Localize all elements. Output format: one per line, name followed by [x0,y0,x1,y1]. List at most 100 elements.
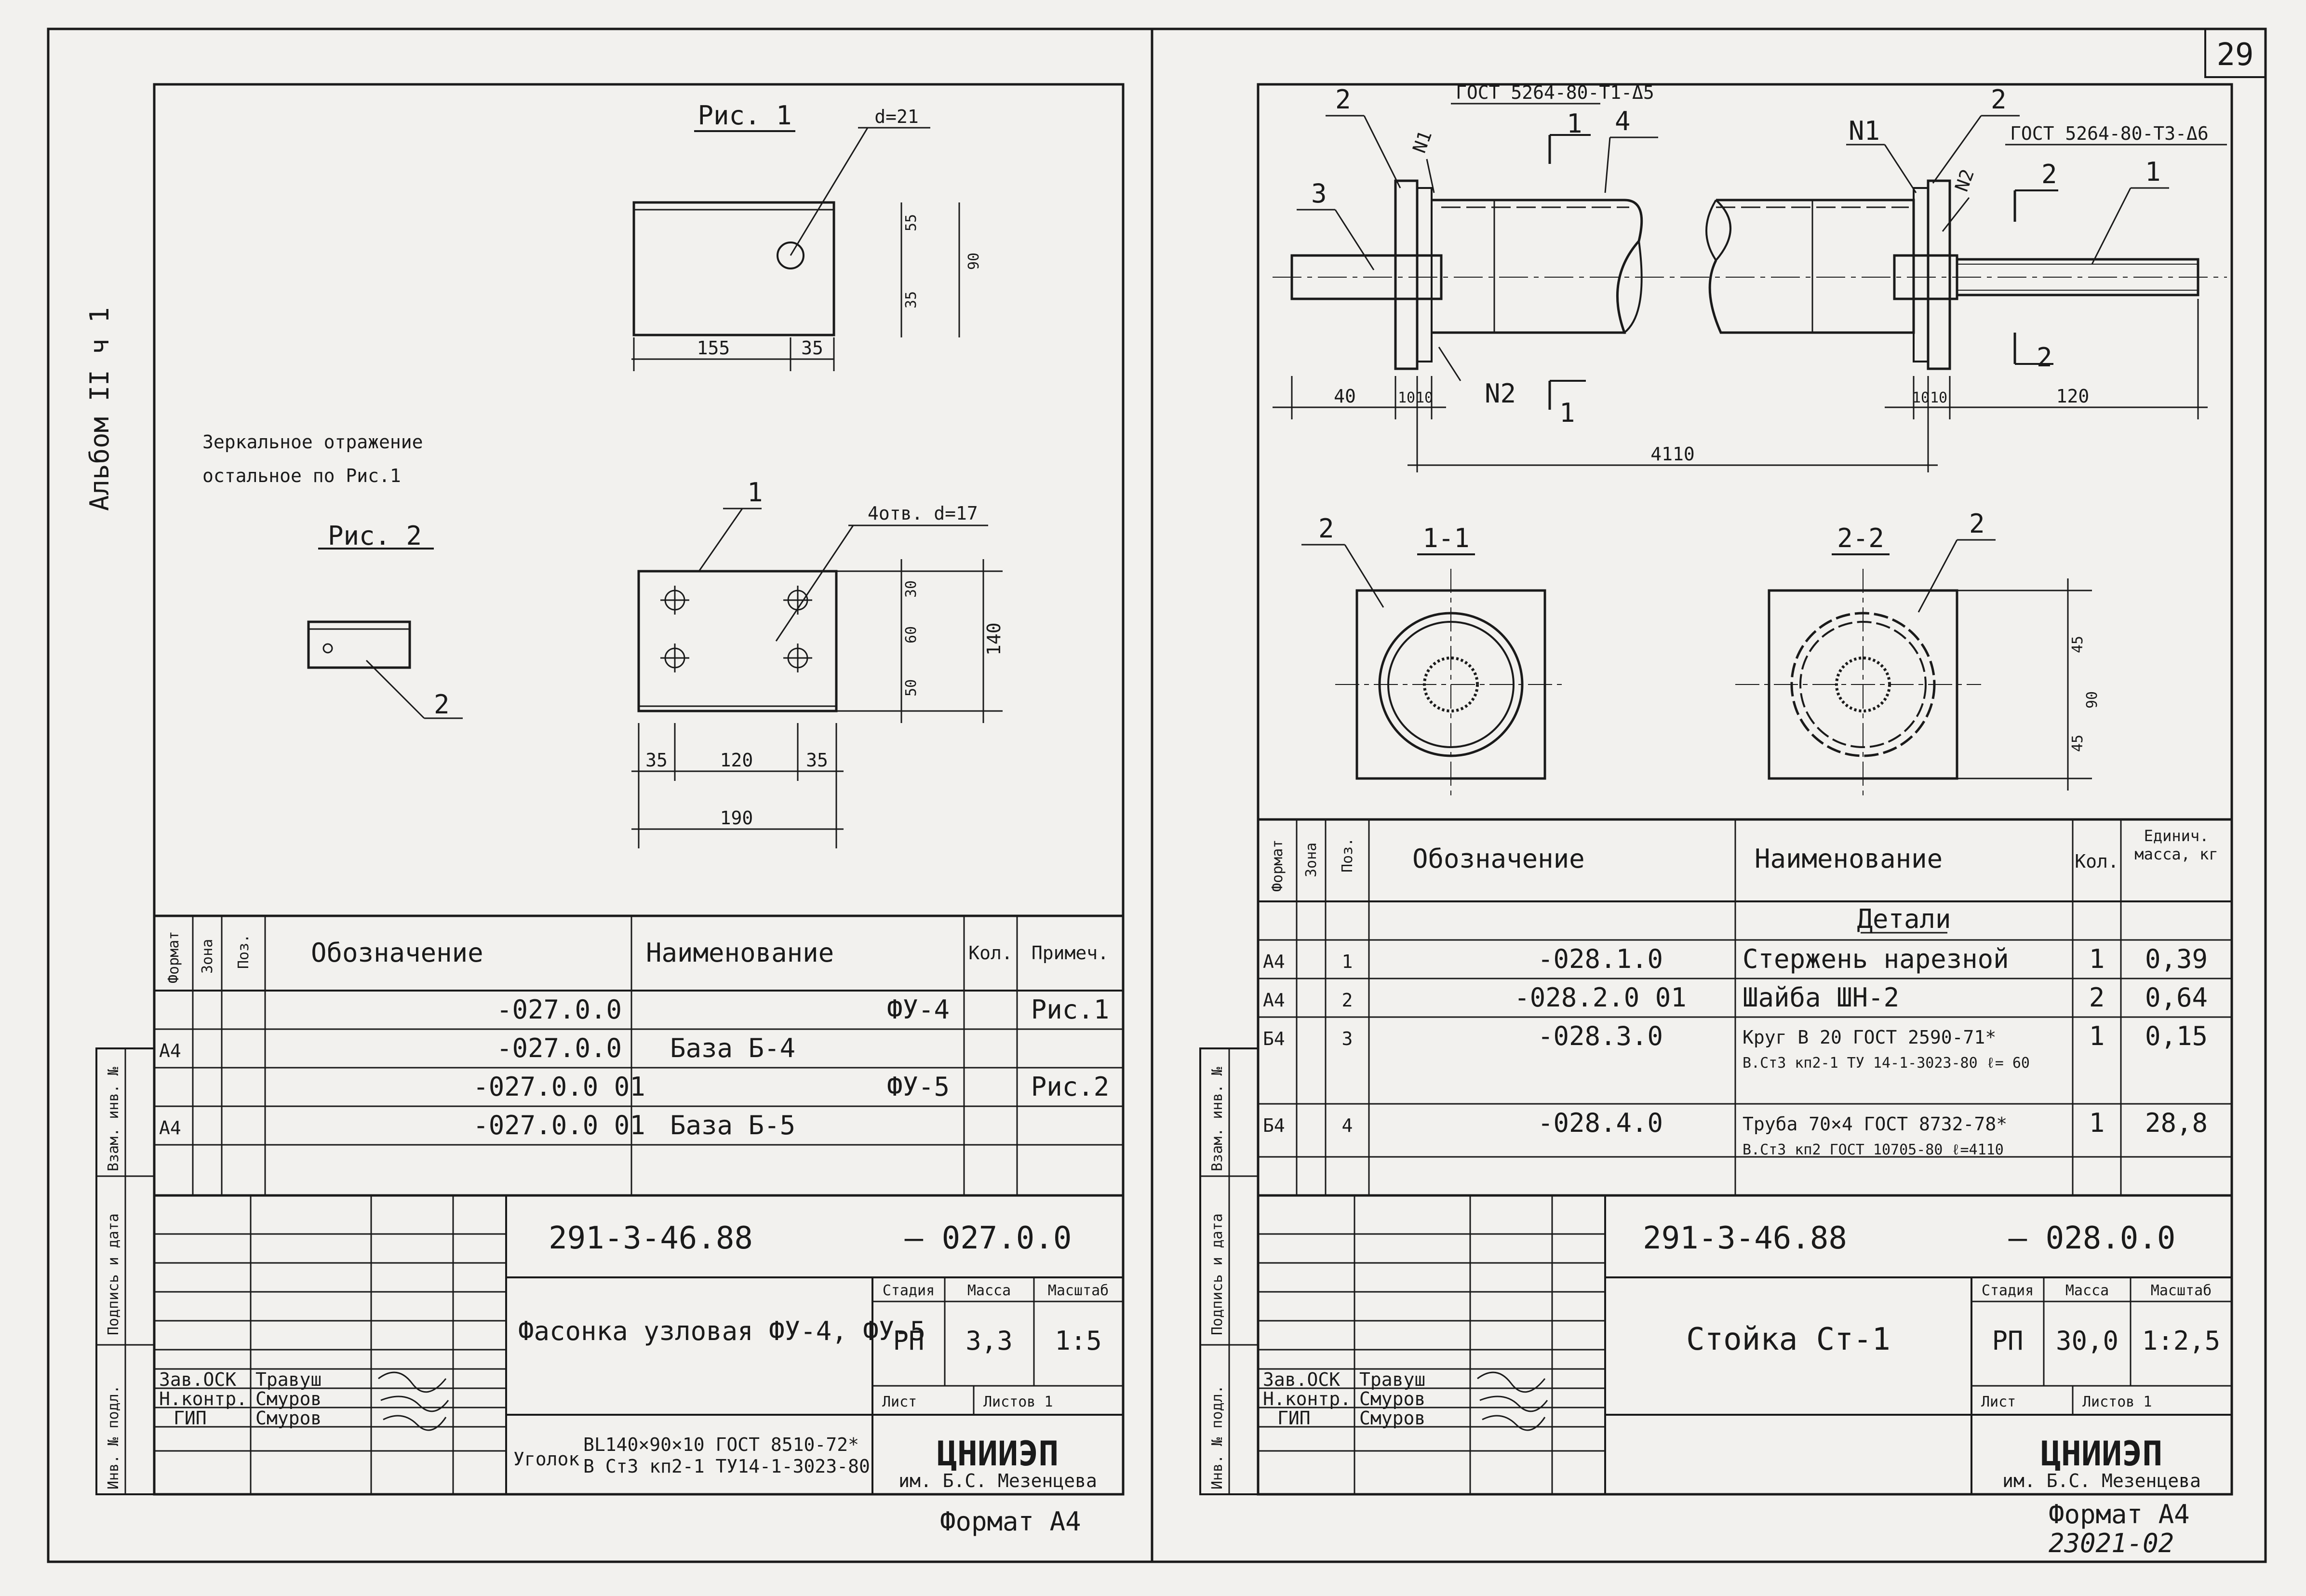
right-h-qty: Кол. [2075,851,2119,872]
left-material-1: BL140×90×10 ГОСТ 8510-72* [583,1434,859,1455]
right-row-name: Стержень нарезной [1743,944,2009,974]
plate-dim-30: 30 [903,580,920,598]
pipe-left [1432,199,1643,334]
plate-dim-60: 60 [903,626,920,644]
elev-callout-4: 4 [1615,106,1631,136]
right-h-name: Наименование [1755,844,1943,874]
plate-dim-35b: 35 [806,750,828,771]
left-spec-table: Формат Зона Поз. Обозначение Наименовани… [153,914,1125,1197]
plate-dim-190: 190 [720,807,753,829]
post-elevation: ГОСТ 5264-80-Т1-Δ5 ГОСТ 5264-80-Т3-Δ6 [1273,82,2227,472]
fig1-dim-155: 155 [697,337,730,359]
left-h-pos: Поз. [235,934,252,969]
left-project-code: 291-3-46.88 [549,1220,753,1256]
right-stage-h: Стадия [1982,1282,2034,1299]
fig2-callout: 2 [434,689,450,720]
right-row-designation: -028.4.0 [1538,1108,1663,1138]
right-row-qty: 1 [2089,1108,2105,1138]
left-row-name: База Б-5 [670,1110,795,1140]
sec2-dim-45b: 45 [2069,735,2086,752]
section-2-callout: 2 [1969,509,1985,539]
right-project-code: 291-3-46.88 [1643,1220,1847,1256]
left-row-designation: -027.0.0 01 [473,1110,645,1140]
left-material-label: Уголок [513,1448,579,1470]
elev-callout-2a: 2 [1335,84,1351,115]
left-stamp-1: Взам. инв. № [105,1067,122,1171]
left-doc-code: — 027.0.0 [905,1220,1072,1256]
right-person-name-2: Смуров [1359,1388,1425,1409]
plate-holes-label: 4отв. d=17 [868,503,978,524]
right-person-role-1: Зав.ОСК [1263,1369,1340,1390]
right-doc-code: — 028.0.0 [2009,1220,2176,1256]
left-row-format: А4 [159,1117,181,1139]
right-row-name-2: В.Ст3 кп2 ГОСТ 10705-80 ℓ=4110 [1743,1141,2004,1158]
elev-n2-left: N2 [1485,378,1516,409]
left-h-designation: Обозначение [311,938,483,968]
left-org: ЦНИИЭП [937,1434,1059,1474]
dim-4110: 4110 [1650,443,1695,465]
right-sheet-h: Лист [1981,1394,2016,1410]
left-h-qty: Кол. [968,942,1013,964]
right-format: Формат А4 [2049,1499,2190,1529]
pipe-right [1708,199,1915,334]
plate-dim-120: 120 [720,750,753,771]
left-title: Фасонка узловая ФУ-4, ФУ-5 [518,1316,925,1346]
fig1-dim-55: 55 [903,214,920,231]
right-sheets-h: Листов 1 [2082,1394,2152,1410]
page-number-box [2204,28,2266,78]
left-org-sub: им. Б.С. Мезенцева [898,1470,1097,1491]
fig2-plate [307,620,411,669]
right-h-designation: Обозначение [1412,844,1585,874]
sec2-dim-45a: 45 [2069,636,2086,653]
fig2-note-1: Зеркальное отражение [202,431,423,453]
figure-1: Рис. 1 d=21 55 35 90 155 35 [631,100,982,371]
left-row-note: Рис.2 [1031,1072,1110,1102]
dim-10c: 10 [1912,389,1930,406]
dim-10b: 10 [1416,389,1433,406]
elev-callout-1: 1 [2145,157,2161,187]
base-plate [637,570,838,712]
left-person-name-2: Смуров [255,1388,322,1409]
right-person-role-3: ГИП [1277,1408,1311,1429]
right-stamp-1: Взам. инв. № [1209,1067,1226,1171]
right-row-name-2: В.Ст3 кп2-1 ТУ 14-1-3023-80 ℓ= 60 [1743,1055,2030,1072]
left-h-note: Примеч. [1032,942,1109,964]
left-mass-h: Масса [967,1282,1011,1299]
left-person-role-2: Н.контр. [159,1388,247,1409]
fig1-hole [777,241,804,269]
elev-n2-right: N2 [1951,166,1978,194]
left-sheet: Рис. 1 d=21 55 35 90 155 35 Зеркальное о… [95,83,1125,1537]
elev-n1-left: N1 [1408,128,1436,156]
right-h-format: Формат [1269,840,1286,892]
left-stamp-3: Инв. № подл. [105,1385,122,1489]
right-row-format: Б4 [1263,1028,1285,1049]
right-stamp-2: Подпись и дата [1209,1213,1226,1335]
right-row-pos: 4 [1342,1115,1353,1136]
left-mass: 3,3 [965,1326,1013,1356]
left-stage: РП [893,1326,924,1356]
dim-10d: 10 [1930,389,1947,406]
right-row-mass: 0,64 [2145,982,2208,1013]
right-row-designation: -028.3.0 [1538,1021,1663,1051]
base-plate-view: 1 4отв. d=17 30 60 50 140 35 120 35 190 [631,477,1005,848]
dim-120: 120 [2056,386,2090,407]
left-h-zone: Зона [199,939,216,974]
right-h-zone: Зона [1303,843,1320,877]
right-h-mass: Единич. масса, кг [2134,827,2218,863]
left-sheets-h: Листов 1 [983,1394,1053,1410]
elev-section2-top: 2 [2041,159,2057,189]
right-row-designation: -028.2.0 01 [1514,982,1687,1013]
elev-section1-bottom: 1 [1559,398,1575,428]
right-row-name: Шайба ШН-2 [1743,982,1899,1013]
right-row-name: Труба 70×4 ГОСТ 8732-78* [1743,1113,2007,1135]
section-2-label: 2-2 [1837,523,1884,553]
plate-dim-140: 140 [983,622,1005,656]
dim-40: 40 [1334,386,1356,407]
sheet-border [47,27,2267,1563]
right-side-stamps: Взам. инв. № Подпись и дата Инв. № подл. [1199,1047,1259,1495]
right-row-pos: 2 [1342,990,1353,1011]
right-person-name-1: Травуш [1359,1369,1425,1390]
gost-weld-2: ГОСТ 5264-80-Т3-Δ6 [2010,123,2209,144]
left-title-block: Зав.ОСК Травуш Н.контр. Смуров ГИП Смуро… [153,1194,1125,1496]
right-scale-h: Масштаб [2151,1282,2212,1299]
